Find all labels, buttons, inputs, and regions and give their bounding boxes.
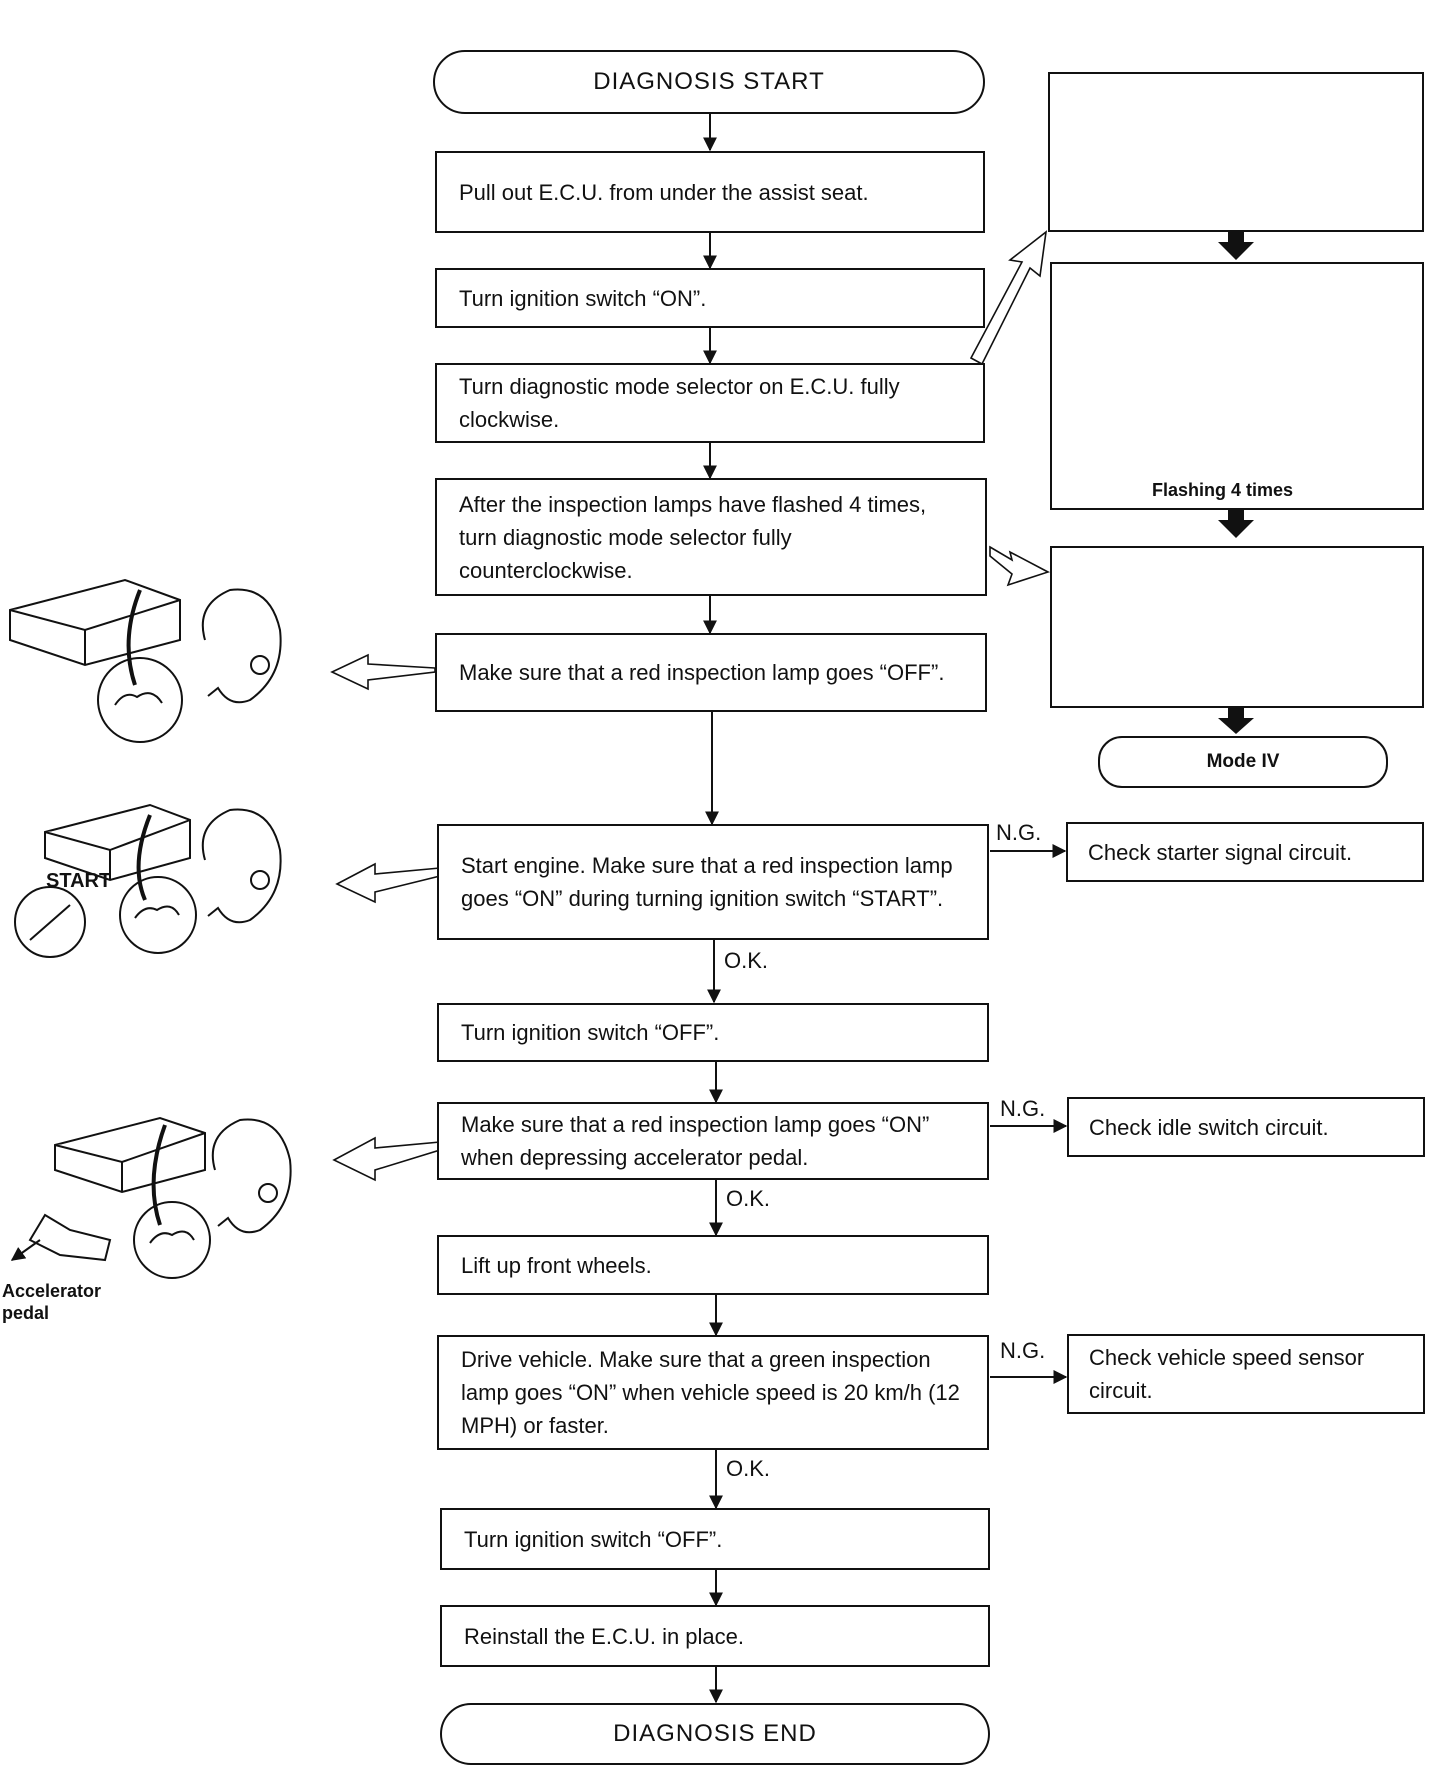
start-illustration-label: START [46, 870, 112, 892]
branch-starter-signal: Check starter signal circuit. [1066, 822, 1424, 882]
step-selector-clockwise: Turn diagnostic mode selector on E.C.U. … [435, 363, 985, 443]
mode-iv-terminal: Mode IV [1098, 736, 1388, 788]
step-ignition-off-1: Turn ignition switch “OFF”. [437, 1003, 989, 1062]
step-lift-front-wheels: Lift up front wheels. [437, 1235, 989, 1295]
step-pull-out-ecu: Pull out E.C.U. from under the assist se… [435, 151, 985, 233]
block-arrow-1 [1218, 232, 1254, 260]
hollow-arrow-left-2 [335, 862, 441, 904]
ecu-lamp-off-illustration [9, 578, 282, 743]
branch-speed-sensor: Check vehicle speed sensor circuit. [1067, 1334, 1425, 1414]
flashing-label: Flashing 4 times [1152, 480, 1294, 500]
block-arrow-2 [1218, 510, 1254, 538]
step-ignition-on: Turn ignition switch “ON”. [435, 268, 985, 328]
ecu-start-illustration [14, 803, 282, 958]
step-accelerator-pedal: Make sure that a red inspection lamp goe… [437, 1102, 989, 1180]
hollow-arrow-left-3 [332, 1136, 441, 1182]
illustration-frame-2 [1050, 262, 1424, 510]
ng-label-2: N.G. [1000, 1096, 1046, 1121]
ok-label-3: O.K. [726, 1456, 771, 1481]
step-ignition-off-2: Turn ignition switch “OFF”. [440, 1508, 990, 1570]
ng-label-3: N.G. [1000, 1338, 1046, 1363]
hollow-arrow-right-1 [969, 230, 1048, 366]
step-start-engine: Start engine. Make sure that a red inspe… [437, 824, 989, 940]
hollow-arrow-left-1 [330, 653, 436, 691]
pedal-label: Accelerator pedal [2, 1281, 102, 1323]
ecu-pedal-illustration [10, 1116, 292, 1279]
diagnosis-start: DIAGNOSIS START [433, 50, 985, 114]
ok-label-1: O.K. [724, 948, 769, 973]
branch-idle-switch: Check idle switch circuit. [1067, 1097, 1425, 1157]
ng-label-1: N.G. [996, 820, 1042, 845]
illustration-frame-1 [1048, 72, 1424, 232]
step-selector-counterclockwise: After the inspection lamps have flashed … [435, 478, 987, 596]
diagnosis-end: DIAGNOSIS END [440, 1703, 990, 1765]
illustration-frame-3 [1050, 546, 1424, 708]
step-drive-vehicle: Drive vehicle. Make sure that a green in… [437, 1335, 989, 1450]
step-reinstall-ecu: Reinstall the E.C.U. in place. [440, 1605, 990, 1667]
block-arrow-3 [1218, 708, 1254, 734]
hollow-arrow-right-2 [989, 545, 1051, 587]
step-red-lamp-off: Make sure that a red inspection lamp goe… [435, 633, 987, 712]
ok-label-2: O.K. [726, 1186, 771, 1211]
